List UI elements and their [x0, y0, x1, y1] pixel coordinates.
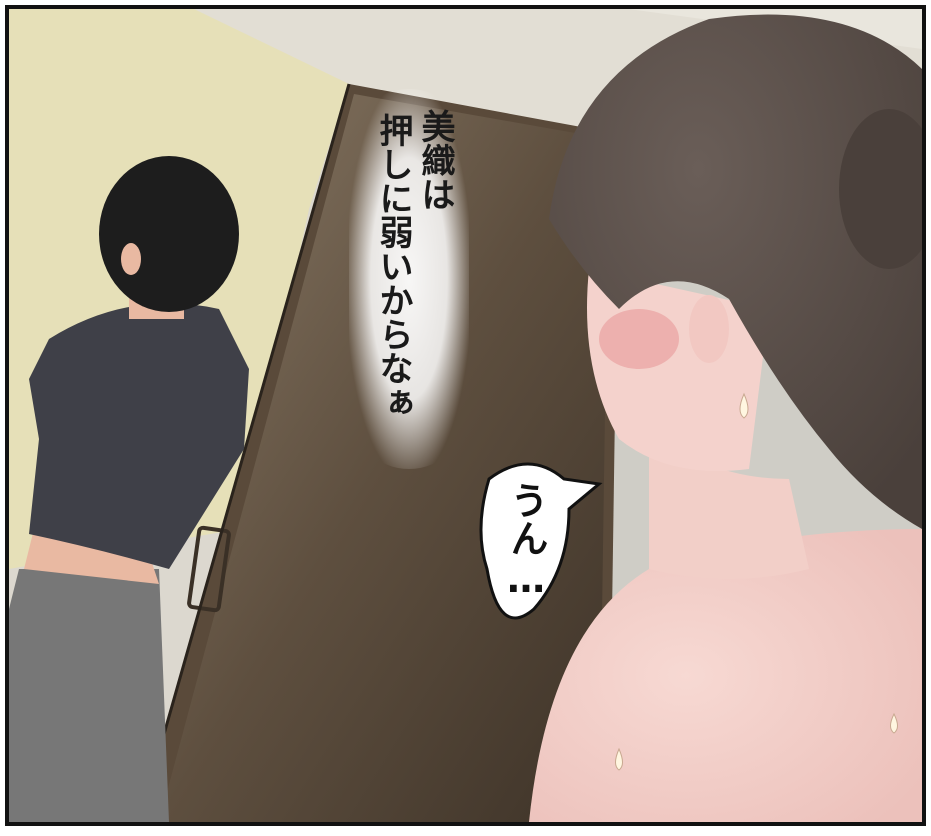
man-pants	[9, 569, 169, 822]
narration-line-1: 美織は	[415, 109, 455, 211]
manga-panel: 美織は 押しに弱いからなぁ うん…	[5, 5, 926, 826]
woman-back	[529, 529, 922, 822]
man-head	[99, 156, 239, 312]
narration-glow	[349, 89, 469, 469]
door-handle	[187, 525, 231, 613]
speech-bubble-shape	[479, 462, 603, 620]
man-shirt	[29, 303, 249, 569]
narration-line-2: 押しに弱いからなぁ	[373, 113, 413, 419]
woman-hair	[549, 14, 922, 530]
speech-bubble-text: うん…	[504, 481, 548, 601]
